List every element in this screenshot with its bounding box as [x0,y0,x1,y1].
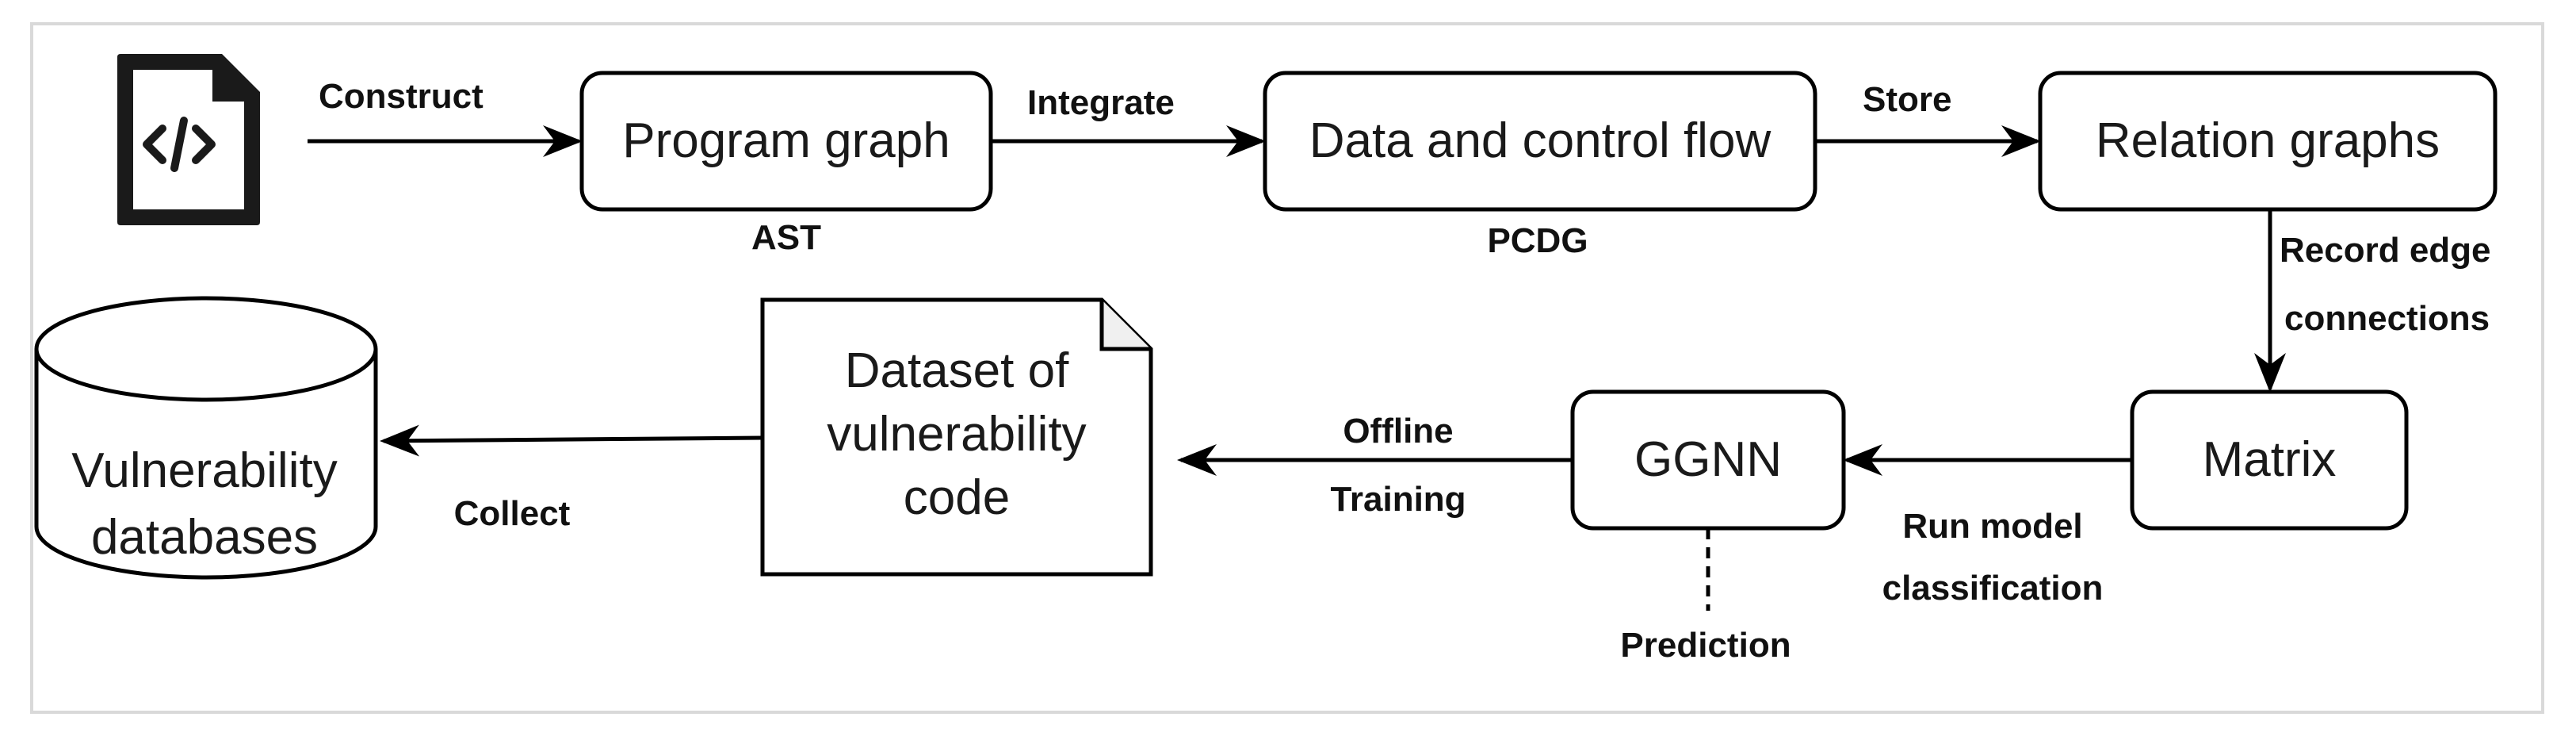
edge-label-store: Store [1863,80,1951,119]
edge-label-offline-1: Offline [1343,412,1453,451]
node-label-relation-graphs: Relation graphs [2096,113,2440,168]
node-label-data-control-flow: Data and control flow [1309,113,1771,168]
edge-label-collect: Collect [454,494,571,533]
node-label-matrix: Matrix [2203,432,2337,487]
edge-label-record-edge-2: connections [2284,299,2490,338]
edge-label-run-model-2: classification [1882,569,2104,608]
edge-label-record-edge-1: Record edge [2280,231,2491,270]
node-label-vuln-db-2: databases [91,510,318,565]
node-label-program-graph: Program graph [622,113,950,168]
node-label-dataset-1: Dataset of [845,343,1069,398]
node-vulnerability-databases [34,296,378,580]
sublabel-pcdg: PCDG [1487,221,1588,260]
sublabel-ast: AST [751,218,821,257]
node-label-vuln-db-1: Vulnerability [71,443,337,498]
node-dataset [760,297,1153,577]
node-label-ggnn: GGNN [1634,432,1782,487]
code-file-icon [117,54,260,225]
edge-label-offline-2: Training [1330,480,1466,519]
edge-label-prediction: Prediction [1620,626,1791,665]
edge-collect [380,424,763,457]
edge-label-run-model-1: Run model [1902,507,2082,546]
node-label-dataset-2: vulnerability [827,407,1086,462]
dataset-fold [1099,300,1151,351]
edge-label-construct: Construct [319,77,483,116]
edge-label-integrate: Integrate [1027,83,1175,122]
node-label-dataset-3: code [904,470,1010,525]
node-relation-graphs [2038,71,2498,212]
